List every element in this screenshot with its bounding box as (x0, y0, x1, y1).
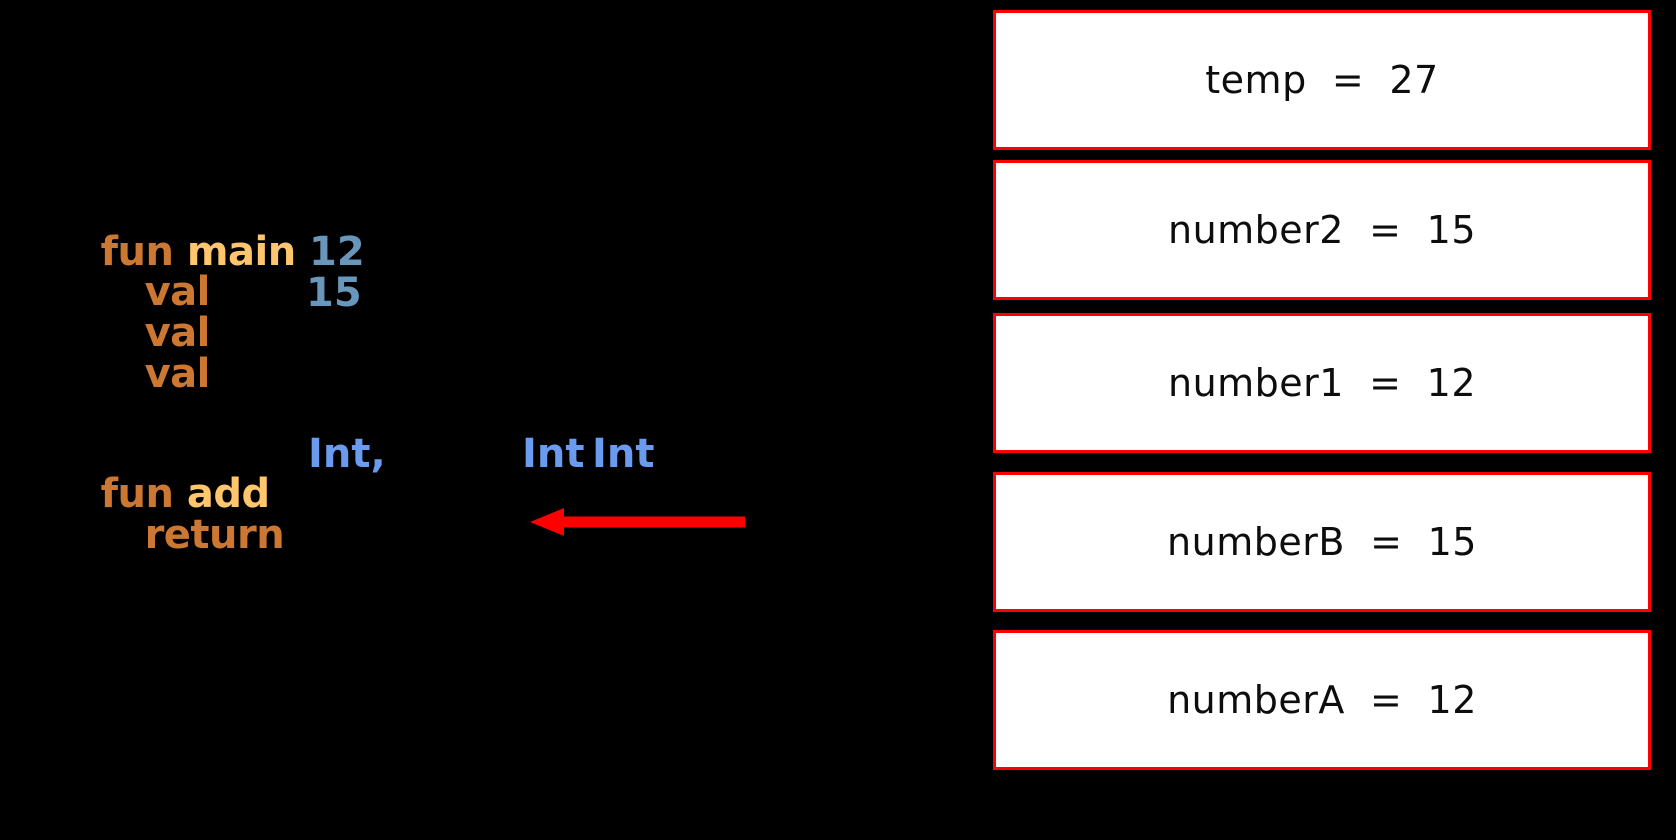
keyword-val-token-1: val (144, 269, 211, 315)
type-int-param-1: Int, (308, 431, 386, 477)
code-line-return: return (64, 475, 285, 595)
type-int-param-2: Int (522, 431, 585, 477)
code-panel: fun main val val val fun add return 12 1… (20, 192, 745, 595)
stack-frame-label: number1 = 12 (1168, 361, 1476, 405)
code-line-val-1: val (64, 232, 211, 352)
stack-frame-label: numberB = 15 (1167, 520, 1477, 564)
keyword-val-token-2: val (144, 310, 211, 356)
stack-frame-label: number2 = 15 (1168, 208, 1476, 252)
type-int-return: Int (592, 431, 655, 477)
function-name-main: main (186, 229, 296, 275)
stack-frame-label: temp = 27 (1205, 58, 1439, 102)
code-line-fun-add: fun add (20, 434, 271, 554)
call-stack-panel: temp = 27 number2 = 15 number1 = 12 numb… (993, 0, 1653, 840)
function-name-add: add (186, 471, 270, 517)
number-literal-12: 12 (309, 229, 365, 275)
code-line-val-2: val (64, 273, 211, 393)
code-line-fun-main: fun main (20, 192, 297, 312)
stack-frame-numberB[interactable]: numberB = 15 (993, 472, 1651, 612)
keyword-fun-token-2: fun (100, 471, 174, 517)
stack-frame-number2[interactable]: number2 = 15 (993, 160, 1651, 300)
code-line-val-3: val (64, 314, 211, 434)
stack-frame-temp[interactable]: temp = 27 (993, 10, 1651, 150)
stack-frame-number1[interactable]: number1 = 12 (993, 313, 1651, 453)
stack-frame-numberA[interactable]: numberA = 12 (993, 630, 1651, 770)
keyword-val-token-3: val (144, 351, 211, 397)
number-literal-15: 15 (306, 270, 362, 316)
keyword-return-token: return (144, 512, 285, 558)
keyword-fun-token: fun (100, 229, 174, 275)
stack-frame-label: numberA = 12 (1167, 678, 1477, 722)
return-value-arrow-icon (530, 508, 745, 536)
